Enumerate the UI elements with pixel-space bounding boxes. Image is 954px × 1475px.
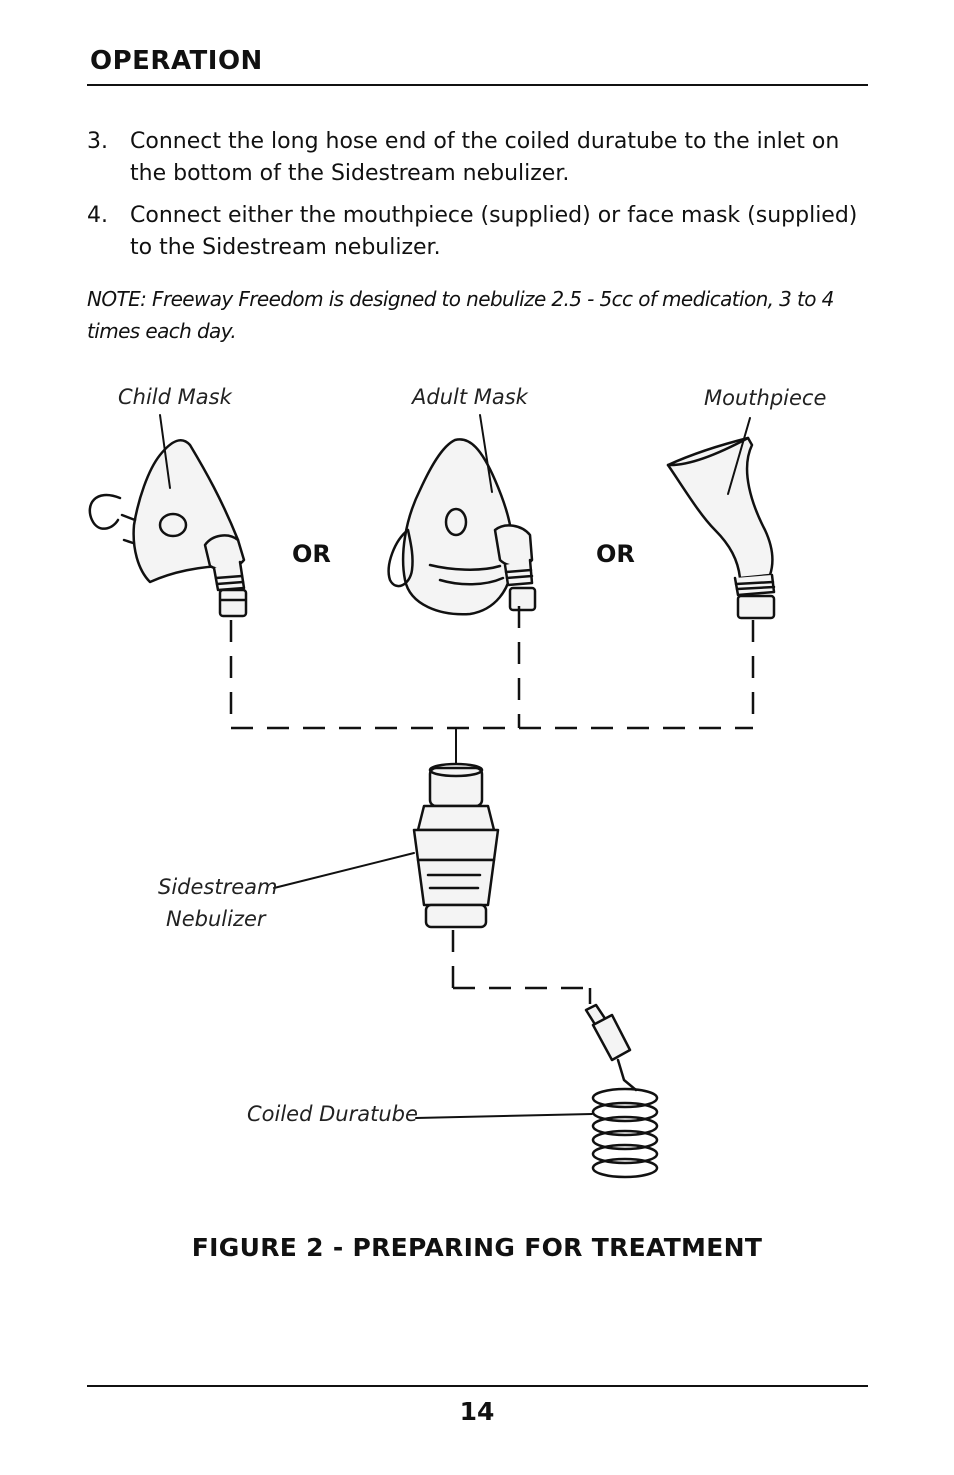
step-text: Connect either the mouthpiece (supplied)… — [130, 203, 858, 260]
step-item: 3. Connect the long hose end of the coil… — [87, 126, 867, 190]
step-item: 4. Connect either the mouthpiece (suppli… — [87, 200, 867, 264]
section-header: OPERATION — [90, 46, 263, 76]
figure-caption: FIGURE 2 - PREPARING FOR TREATMENT — [191, 1233, 763, 1262]
child-mask-label: Child Mask — [118, 385, 232, 409]
step-number: 3. — [87, 129, 108, 154]
header-rule — [87, 84, 868, 86]
coiled-duratube-illustration — [584, 1003, 659, 1179]
nebulizer-illustration — [412, 762, 500, 929]
or-label-2: OR — [596, 540, 635, 568]
adult-mask-label: Adult Mask — [412, 385, 528, 409]
connection-lines — [229, 606, 755, 1004]
mouthpiece-illustration — [666, 436, 776, 620]
or-label-1: OR — [292, 540, 331, 568]
step-number: 4. — [87, 203, 108, 228]
steps-list: 3. Connect the long hose end of the coil… — [87, 126, 867, 274]
duratube-label: Coiled Duratube — [247, 1102, 418, 1126]
page-number: 14 — [459, 1397, 495, 1426]
note-text: NOTE: Freeway Freedom is designed to neb… — [87, 287, 834, 343]
footer-rule — [87, 1385, 868, 1387]
step-text: Connect the long hose end of the coiled … — [130, 129, 840, 186]
adult-mask-illustration — [387, 438, 537, 616]
mouthpiece-label: Mouthpiece — [704, 386, 827, 410]
nebulizer-label-line2: Nebulizer — [166, 907, 266, 931]
leader-lines — [159, 414, 751, 1119]
nebulizer-label-line1: Sidestream — [158, 875, 278, 899]
child-mask-illustration — [88, 439, 248, 618]
